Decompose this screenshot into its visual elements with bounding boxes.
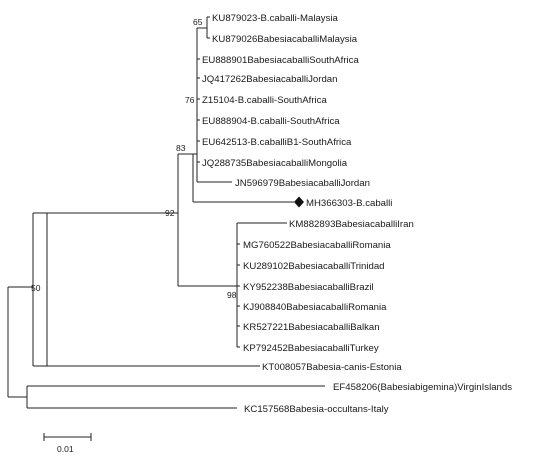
support-value-92: 92 [165, 208, 175, 218]
taxon-label: KM882893BabesiacaballiIran [289, 219, 414, 230]
scale-bar-label: 0.01 [57, 444, 74, 454]
support-value-98: 98 [227, 290, 237, 300]
taxon-label: KC157568Babesia-occultans-Italy [244, 404, 389, 415]
filled-diamond-icon [294, 196, 304, 208]
taxon-label: KT008057Babesia-canis-Estonia [262, 362, 402, 373]
taxon-label: EU888904-B.caballi-SouthAfrica [202, 116, 340, 127]
taxon-label-highlighted: MH366303-B.caballi [306, 198, 392, 209]
taxon-label: JN596979BabesiacaballiJordan [235, 178, 370, 189]
support-value-65: 65 [193, 17, 203, 27]
taxon-label: KU879026BabesiacaballiMalaysia [212, 34, 358, 45]
taxon-label: EF458206(Babesiabigemina)VirginIslands [333, 382, 512, 393]
taxon-label: MG760522BabesiacaballiRomania [243, 240, 391, 251]
taxon-label: KU879023-B.caballi-Malaysia [212, 13, 339, 24]
taxon-label: Z15104-B.caballi-SouthAfrica [202, 95, 327, 106]
taxon-label: KR527221BabesiacaballiBalkan [243, 322, 380, 333]
taxon-label: KP792452BabesiacaballiTurkey [243, 343, 379, 354]
tree-branches [7, 16, 325, 409]
taxon-label: JQ417262BabesiacaballiJordan [202, 74, 337, 85]
scale-bar: 0.01 [43, 433, 92, 454]
taxon-label: KY952238BabesiacaballiBrazil [243, 282, 374, 293]
support-values: 65 76 83 92 98 50 [31, 17, 237, 300]
taxon-label: JQ288735BabesiacaballiMongolia [202, 158, 348, 169]
support-value-76: 76 [185, 95, 195, 105]
support-value-50: 50 [31, 283, 41, 293]
taxon-label: KJ908840BabesiacaballiRomania [243, 302, 387, 313]
taxon-labels: KU879023-B.caballi-Malaysia KU879026Babe… [202, 13, 512, 415]
taxon-label: KU289102BabesiacaballiTrinidad [243, 261, 385, 272]
taxon-label: EU888901BabesiacaballiSouthAfrica [202, 55, 359, 66]
taxon-label: EU642513-B.caballiB1-SouthAfrica [202, 137, 352, 148]
support-value-83: 83 [176, 143, 186, 153]
